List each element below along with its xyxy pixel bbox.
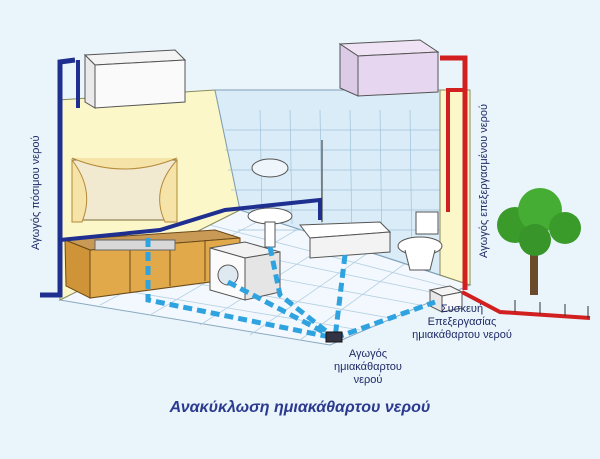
potable-water-pipe (40, 57, 76, 298)
toilet (397, 211, 443, 271)
treated-water-pipe (440, 55, 468, 290)
irrigation-pipe (461, 290, 591, 320)
treated-water-tank (338, 39, 440, 97)
diagram-caption: Ανακύκλωση ημιακάθαρτου νερού (169, 399, 431, 416)
potable-water-tank (83, 49, 187, 109)
greywater-drain (325, 331, 343, 343)
greywater-pipes (145, 238, 436, 341)
kitchen-window (71, 157, 178, 223)
sprinklers (514, 300, 589, 318)
wash-basin (247, 158, 293, 248)
treatment-unit (428, 285, 464, 313)
treated-water-branch (446, 88, 465, 212)
treated-pipe-label: Αγωγός επεξεργασμένου νερού (478, 103, 490, 258)
potable-pipe-label: Αγωγός πόσιμου νερού (30, 135, 42, 250)
treatment-unit-label: Συσκευή Επεξεργασίας ημιακάθαρτου νερού (412, 303, 512, 341)
tree (497, 188, 581, 295)
kitchen-cabinets (64, 229, 241, 299)
potable-water-branch (59, 197, 322, 242)
greywater-pipe-label: Αγωγός ημιακάθαρτου νερού (334, 348, 402, 386)
bathtub (299, 140, 392, 259)
